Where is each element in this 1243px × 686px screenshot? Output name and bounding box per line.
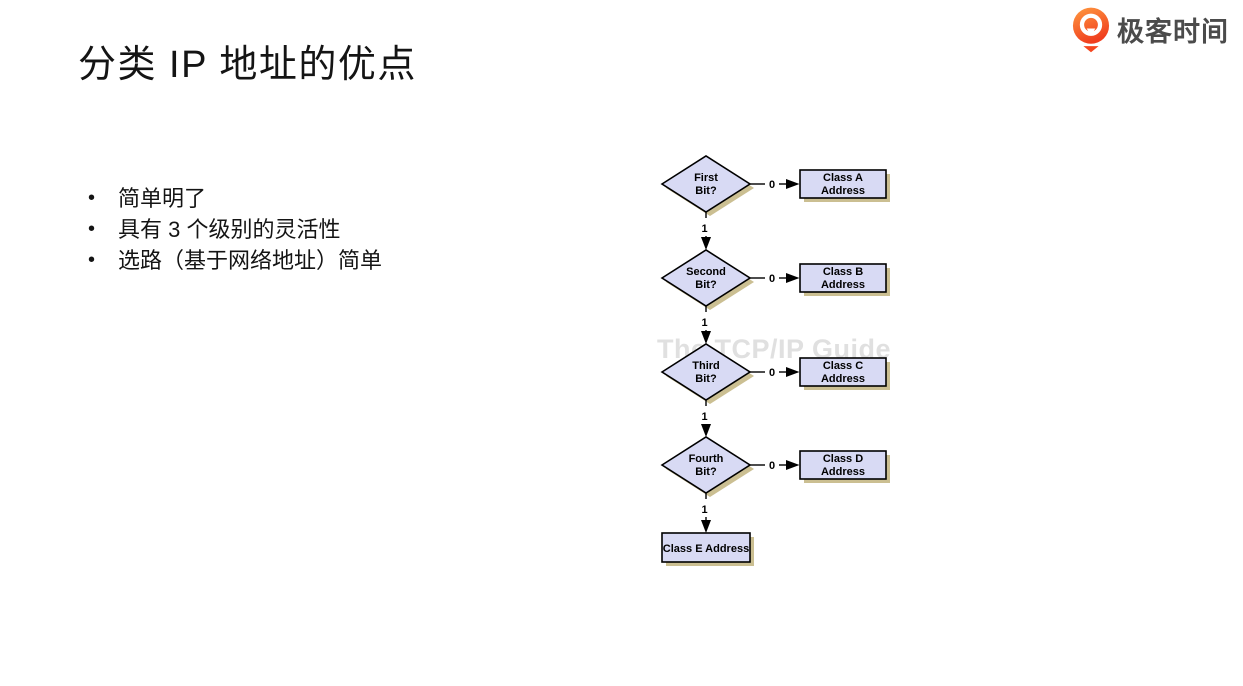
decision-label: Bit? <box>695 279 717 291</box>
edge-label-0: 0 <box>769 367 775 379</box>
edge-label-1: 1 <box>701 504 707 516</box>
edge-label-0: 0 <box>769 273 775 285</box>
decision-fourth-bit: Fourth Bit? <box>660 436 754 497</box>
decision-label: Bit? <box>695 185 717 197</box>
edge-label-1: 1 <box>701 317 707 329</box>
arrowhead-icon <box>701 237 711 250</box>
arrowhead-icon <box>701 331 711 344</box>
arrowhead-icon <box>701 424 711 437</box>
result-label: Class A <box>823 172 863 184</box>
decision-label: Bit? <box>695 373 717 385</box>
edge-one-2: 1 <box>701 306 711 344</box>
bullet-icon: • <box>88 218 96 240</box>
edge-zero-3: 0 <box>750 367 800 379</box>
bullet-list: • 简单明了 • 具有 3 个级别的灵活性 • 选路（基于网络地址）简单 <box>88 183 382 276</box>
edge-zero-4: 0 <box>750 460 800 472</box>
decision-label: Third <box>692 360 720 372</box>
decision-second-bit: Second Bit? <box>660 249 754 310</box>
edge-label-1: 1 <box>701 411 707 423</box>
ip-class-flowchart: First Bit? 0 Class A Address 1 <box>650 145 900 580</box>
bullet-text: 简单明了 <box>118 186 207 211</box>
geektime-logo: 极客时间 <box>1072 6 1229 53</box>
decision-label: Second <box>686 266 726 278</box>
edge-label-0: 0 <box>769 460 775 472</box>
bullet-text: 具有 3 个级别的灵活性 <box>118 217 341 242</box>
diamond-shape <box>660 249 752 307</box>
result-class-e: Class E Address <box>661 532 754 566</box>
result-label: Class B <box>823 266 863 278</box>
list-item: • 选路（基于网络地址）简单 <box>88 245 382 276</box>
page-title: 分类 IP 地址的优点 <box>78 44 417 86</box>
edge-one-3: 1 <box>701 400 711 437</box>
list-item: • 具有 3 个级别的灵活性 <box>88 214 382 245</box>
arrowhead-icon <box>701 520 711 533</box>
bullet-icon: • <box>88 249 96 271</box>
result-class-a: Class A Address <box>799 169 890 202</box>
result-label: Address <box>821 185 865 197</box>
result-label: Address <box>821 373 865 385</box>
decision-third-bit: Third Bit? <box>660 343 754 404</box>
result-label: Address <box>821 279 865 291</box>
arrowhead-icon <box>786 273 800 283</box>
edge-label-0: 0 <box>769 179 775 191</box>
result-label: Class C <box>823 360 863 372</box>
diamond-shape <box>660 343 752 401</box>
result-label: Class D <box>823 453 863 465</box>
result-label: Address <box>821 466 865 478</box>
box-shape <box>799 450 887 480</box>
diamond-shape <box>660 436 752 494</box>
edge-one-4: 1 <box>701 493 711 533</box>
edge-zero-1: 0 <box>750 179 800 191</box>
result-class-b: Class B Address <box>799 263 890 296</box>
decision-label: First <box>694 172 718 184</box>
result-class-c: Class C Address <box>799 357 890 390</box>
decision-label: Bit? <box>695 466 717 478</box>
decision-first-bit: First Bit? <box>660 155 754 216</box>
arrowhead-icon <box>786 179 800 189</box>
geektime-logo-icon <box>1072 7 1110 53</box>
arrowhead-icon <box>786 367 800 377</box>
diamond-shape <box>660 155 752 213</box>
box-shape <box>799 263 887 293</box>
result-class-d: Class D Address <box>799 450 890 483</box>
bullet-icon: • <box>88 187 96 209</box>
decision-label: Fourth <box>689 453 724 465</box>
edge-zero-2: 0 <box>750 273 800 285</box>
box-shape <box>661 532 751 563</box>
brand-name: 极客时间 <box>1117 17 1229 47</box>
list-item: • 简单明了 <box>88 183 382 214</box>
box-shape <box>799 357 887 387</box>
edge-one-1: 1 <box>701 212 711 250</box>
result-label: Class E Address <box>663 543 749 555</box>
arrowhead-icon <box>786 460 800 470</box>
box-shape <box>799 169 887 199</box>
bullet-text: 选路（基于网络地址）简单 <box>118 248 383 273</box>
edge-label-1: 1 <box>701 223 707 235</box>
